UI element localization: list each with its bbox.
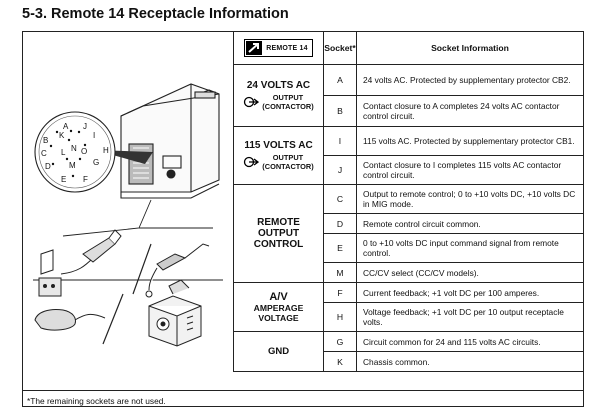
divider-slash-1 bbox=[132, 243, 152, 295]
table-row: B Contact closure to A completes 24 volt… bbox=[234, 95, 584, 127]
header-socket-info: Socket Information bbox=[356, 31, 584, 65]
socket-info: 24 volts AC. Protected by supplementary … bbox=[356, 64, 584, 96]
output-contactor-label: OUTPUT (CONTACTOR) bbox=[234, 153, 323, 171]
socket-table: REMOTE 14 Socket* Socket Information 24 … bbox=[233, 31, 584, 372]
table-row: REMOTE OUTPUT CONTROL C Output to remote… bbox=[233, 184, 584, 283]
receptacle-pin-label: J bbox=[83, 122, 87, 131]
socket-info: Current feedback; +1 volt DC per 100 amp… bbox=[356, 282, 584, 303]
receptacle-pin-label: D bbox=[45, 162, 51, 171]
socket-id: B bbox=[323, 95, 357, 127]
foot-control-illustration bbox=[38, 229, 122, 297]
arrow-icon bbox=[246, 41, 263, 55]
group-av: A/V AMPERAGE VOLTAGE bbox=[233, 282, 324, 332]
receptacle-pin-label: O bbox=[81, 147, 87, 156]
receptacle-pin-label: E bbox=[61, 175, 66, 184]
socket-info: 0 to +10 volts DC input command signal f… bbox=[356, 233, 584, 263]
group-gnd: GND bbox=[233, 331, 324, 372]
socket-id: A bbox=[323, 64, 357, 96]
socket-id: J bbox=[323, 155, 357, 185]
receptacle-pin-label: M bbox=[69, 161, 76, 170]
table-row: 115 VOLTS AC OUTPUT (CONTACTOR) I 115 vo… bbox=[233, 126, 584, 185]
receptacle-pin-label: K bbox=[59, 131, 65, 140]
socket-info: Output to remote control; 0 to +10 volts… bbox=[356, 184, 584, 214]
hand-control-illustration bbox=[34, 309, 106, 331]
receptacle-face-diagram: A J K I B N H C L G D M E F O bbox=[34, 111, 116, 193]
page-title: 5-3. Remote 14 Receptacle Information bbox=[22, 6, 289, 22]
receptacle-pin-label: G bbox=[93, 158, 99, 167]
group-115vac: 115 VOLTS AC OUTPUT (CONTACTOR) bbox=[233, 126, 324, 185]
group-title: A/V bbox=[269, 291, 288, 303]
group-subtitle: AMPERAGE VOLTAGE bbox=[253, 303, 304, 323]
table-row: A/V AMPERAGE VOLTAGE F Current feedback;… bbox=[233, 282, 584, 332]
receptacle-pin-label: L bbox=[61, 148, 66, 157]
header-logo-cell: REMOTE 14 bbox=[233, 31, 324, 65]
socket-info: Chassis common. bbox=[356, 351, 584, 372]
socket-info: Contact closure to I completes 115 volts… bbox=[356, 155, 584, 185]
group-remote-output-control: REMOTE OUTPUT CONTROL bbox=[233, 184, 324, 283]
socket-info: Circuit common for 24 and 115 volts AC c… bbox=[356, 331, 584, 352]
socket-id: K bbox=[323, 351, 357, 372]
group-title: REMOTE OUTPUT CONTROL bbox=[253, 217, 304, 250]
output-arrow-icon bbox=[244, 96, 260, 108]
group-title: GND bbox=[267, 346, 290, 357]
socket-id: D bbox=[323, 213, 357, 234]
socket-id: G bbox=[323, 331, 357, 352]
socket-info: Contact closure to A completes 24 volts … bbox=[356, 95, 584, 127]
socket-info: Remote control circuit common. bbox=[356, 213, 584, 234]
receptacle-pin-label: B bbox=[43, 136, 48, 145]
socket-id: I bbox=[323, 126, 357, 156]
receptacle-pin-label: I bbox=[93, 131, 95, 140]
socket-id: M bbox=[323, 262, 357, 283]
table-row: 24 VOLTS AC OUTPUT (CONTACTOR) A 24 volt… bbox=[233, 64, 584, 127]
remote-pendant-illustration bbox=[148, 279, 202, 347]
footnote: *The remaining sockets are not used. bbox=[23, 390, 584, 407]
socket-id: H bbox=[323, 302, 357, 332]
output-contactor-label: OUTPUT (CONTACTOR) bbox=[234, 93, 323, 111]
leader-lines bbox=[33, 199, 223, 281]
output-arrow-icon bbox=[244, 156, 260, 168]
table-row: GND G Circuit common for 24 and 115 volt… bbox=[233, 331, 584, 372]
table-header-row: REMOTE 14 Socket* Socket Information bbox=[233, 31, 584, 65]
logo-text: REMOTE 14 bbox=[266, 44, 308, 52]
table-row: J Contact closure to I completes 115 vol… bbox=[234, 155, 584, 185]
socket-info: 115 volts AC. Protected by supplementary… bbox=[356, 126, 584, 156]
table-row: K Chassis common. bbox=[234, 351, 584, 372]
receptacle-pin-label: A bbox=[63, 122, 69, 131]
torch-illustration bbox=[145, 243, 210, 298]
group-24vac: 24 VOLTS AC OUTPUT (CONTACTOR) bbox=[233, 64, 324, 127]
header-socket: Socket* bbox=[323, 31, 357, 65]
receptacle-illustration: A J K I B N H C L G D M E F O bbox=[33, 83, 223, 347]
socket-id: E bbox=[323, 233, 357, 263]
socket-id: F bbox=[323, 282, 357, 303]
socket-id: C bbox=[323, 184, 357, 214]
receptacle-pin-label: N bbox=[71, 144, 77, 153]
socket-info: CC/CV select (CC/CV models). bbox=[356, 262, 584, 283]
remote-14-logo: REMOTE 14 bbox=[244, 39, 313, 57]
divider-slash-2 bbox=[102, 293, 124, 345]
group-title: 24 VOLTS AC bbox=[246, 80, 311, 91]
receptacle-pin-label: C bbox=[41, 149, 47, 158]
group-title: 115 VOLTS AC bbox=[244, 140, 313, 151]
socket-info: Voltage feedback; +1 volt DC per 10 outp… bbox=[356, 302, 584, 332]
welder-machine-illustration bbox=[120, 83, 220, 199]
receptacle-pin-label: H bbox=[103, 146, 109, 155]
receptacle-pin-label: F bbox=[83, 175, 88, 184]
